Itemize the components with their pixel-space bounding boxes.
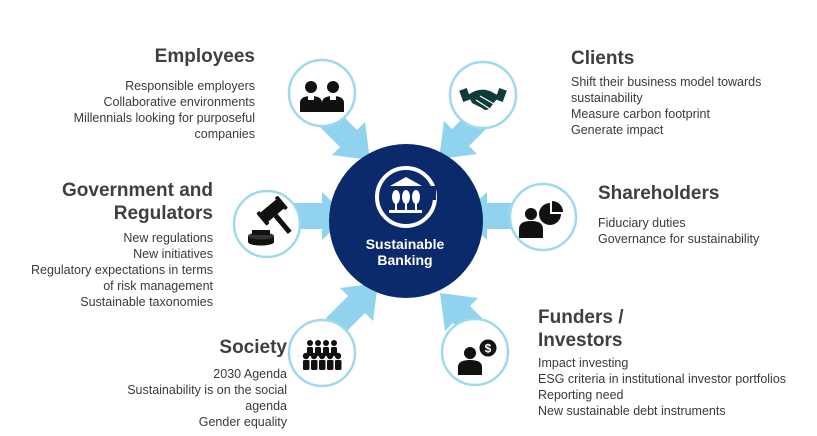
society-title: Society xyxy=(219,337,287,358)
list-item: agenda xyxy=(245,399,287,413)
list-item: Reporting need xyxy=(538,388,624,402)
clients-title: Clients xyxy=(571,48,635,69)
list-item: Impact investing xyxy=(538,356,629,370)
title-line: Funders / xyxy=(538,307,624,328)
list-item: ESG criteria in institutional investor p… xyxy=(538,372,787,386)
clients-list: Shift their business model towards susta… xyxy=(571,74,811,138)
clients-block: Clients Shift their business model towar… xyxy=(571,47,811,138)
arrow-society xyxy=(326,283,378,335)
shareholders-block: Shareholders Fiduciary duties Governance… xyxy=(598,182,808,247)
list-item: companies xyxy=(194,127,255,141)
shareholders-title: Shareholders xyxy=(598,183,720,204)
list-item: Gender equality xyxy=(198,415,287,429)
title-line: Investors xyxy=(538,330,623,351)
center-title-line: Banking xyxy=(377,252,433,268)
list-item: Measure carbon footprint xyxy=(571,107,710,121)
person-dollar-icon: $ xyxy=(458,339,497,375)
list-item: Sustainable taxonomies xyxy=(80,295,213,309)
gavel-icon xyxy=(248,195,292,246)
funders-block: Funders / Investors Impact investing ESG… xyxy=(538,306,813,419)
sustainable-banking-logo-icon xyxy=(375,166,437,228)
government-title: Government and Regulators xyxy=(0,179,213,225)
center-circle xyxy=(329,144,483,298)
funders-title: Funders / Investors xyxy=(538,306,813,352)
list-item: Responsible employers xyxy=(125,79,255,93)
handshake-icon xyxy=(459,87,507,110)
list-item: New regulations xyxy=(123,231,213,245)
list-item: Collaborative environments xyxy=(103,95,255,109)
employees-block: Employees Responsible employers Collabor… xyxy=(0,45,255,142)
government-list: New regulations New initiatives Regulato… xyxy=(0,230,213,310)
employees-title: Employees xyxy=(154,46,255,67)
list-item: sustainability xyxy=(571,91,643,105)
person-pie-chart-icon xyxy=(519,201,563,238)
list-item: Regulatory expectations in terms xyxy=(30,263,213,277)
list-item: of risk management xyxy=(103,279,213,293)
title-line: Government and xyxy=(62,180,213,201)
list-item: Millennials looking for purposeful xyxy=(73,111,255,125)
employees-list: Responsible employers Collaborative envi… xyxy=(0,78,255,142)
list-item: Fiduciary duties xyxy=(598,216,686,230)
society-block: Society 2030 Agenda Sustainability is on… xyxy=(27,336,287,430)
center-title: Sustainable Banking xyxy=(330,236,480,268)
list-item: New initiatives xyxy=(133,247,213,261)
shareholders-list: Fiduciary duties Governance for sustaina… xyxy=(598,215,808,247)
list-item: Generate impact xyxy=(571,123,664,137)
svg-text:$: $ xyxy=(485,342,492,356)
list-item: Shift their business model towards xyxy=(571,75,762,89)
list-item: Sustainability is on the social xyxy=(127,383,287,397)
funders-list: Impact investing ESG criteria in institu… xyxy=(538,355,813,419)
title-line: Regulators xyxy=(113,203,213,224)
society-list: 2030 Agenda Sustainability is on the soc… xyxy=(27,366,287,430)
employees-circle xyxy=(287,58,357,128)
list-item: Governance for sustainability xyxy=(598,232,760,246)
two-people-icon xyxy=(300,81,344,112)
center-title-line: Sustainable xyxy=(365,236,445,252)
crowd-icon xyxy=(302,340,342,370)
government-block: Government and Regulators New regulation… xyxy=(0,179,213,310)
list-item: 2030 Agenda xyxy=(213,367,287,381)
list-item: New sustainable debt instruments xyxy=(538,404,726,418)
